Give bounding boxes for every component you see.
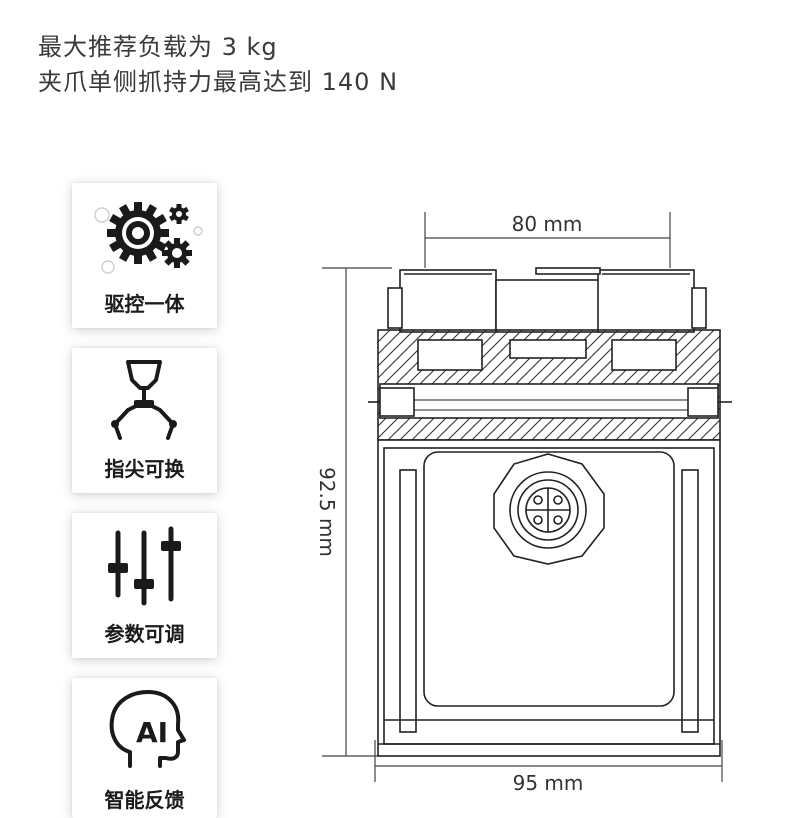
feature-card-replaceable-fingertip: 指尖可换 [72,348,217,493]
gears-icon [94,202,203,274]
dimension-height [322,267,392,757]
dimension-top-width [424,212,671,268]
feature-label: 驱控一体 [104,292,185,316]
headline-grip-force: 夹爪单侧抓持力最高达到 140 N [38,68,399,96]
feature-card-smart-feedback: AI 智能反馈 [72,678,217,818]
dimension-bottom-width-label: 95 mm [513,771,584,795]
top-motor-blocks [387,267,707,333]
dimension-height-label: 92.5 mm [315,467,339,557]
dimension-top-width-label: 80 mm [512,212,583,236]
feature-label: 参数可调 [104,622,185,646]
feature-card-integrated-drive: 驱控一体 [72,183,217,328]
feature-card-adjustable-parameters: 参数可调 [72,513,217,658]
feature-label: 智能反馈 [104,788,185,812]
headline-payload: 最大推荐负载为 3 kg [38,33,278,61]
gripper-technical-drawing: 80 mm 92.5 mm 95 mm [315,212,732,795]
sliders-icon [108,526,181,606]
connector-port [493,453,605,565]
svg-text:AI: AI [136,716,168,749]
cross-section [368,329,732,441]
ai-head-icon: AI [109,690,186,768]
fingertip-icon [111,360,177,440]
feature-label: 指尖可换 [104,457,185,481]
dimension-bottom-width [374,740,723,782]
